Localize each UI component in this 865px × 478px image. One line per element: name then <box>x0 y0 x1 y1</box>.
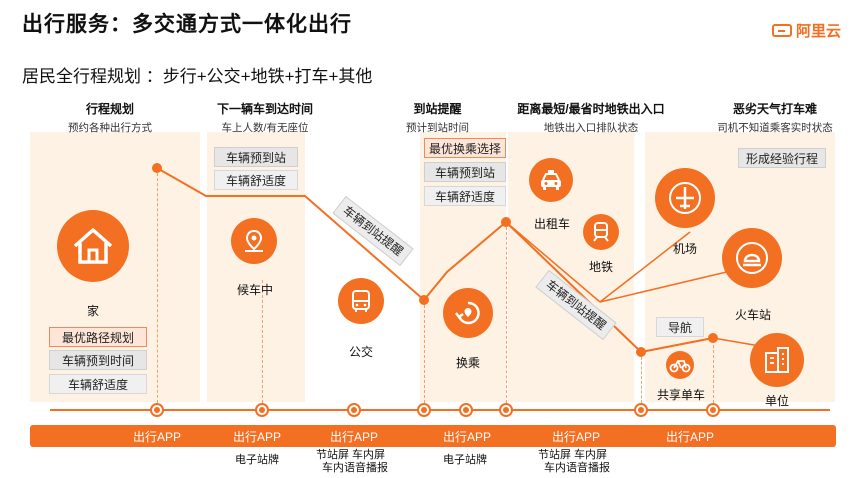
tag-experience-trip[interactable]: 形成经验行程 <box>738 148 826 168</box>
taxi-icon <box>541 170 561 190</box>
stage-subtitle: 地铁出入口排队状态 <box>543 122 639 134</box>
brand-name: 阿里云 <box>796 23 842 40</box>
stage-title: 下一辆车到达时间 <box>216 102 313 116</box>
taxi-label: 出租车 <box>533 217 570 231</box>
tag-navigation[interactable]: 导航 <box>656 317 704 337</box>
wait-label: 候车中 <box>236 283 273 297</box>
stage-header-1: 行程规划 预约各种出行方式 <box>60 100 160 135</box>
bike-node[interactable] <box>666 351 694 379</box>
page-subtitle: 居民全行程规划 ：步行+公交+地铁+打车+其他 <box>22 67 373 86</box>
train-icon <box>736 242 768 274</box>
metro-icon <box>593 222 609 242</box>
transfer-icon <box>455 301 480 325</box>
taxi-node[interactable] <box>529 158 573 202</box>
timeline-dot <box>499 403 513 417</box>
footer-label-app[interactable]: 出行APP <box>233 430 282 444</box>
bottom-text: 节站屏 车内屏 <box>538 449 608 461</box>
path-point <box>501 217 511 227</box>
metro-node[interactable] <box>583 214 619 250</box>
bottom-text: 车内语音播报 <box>322 462 388 474</box>
dashed-guide <box>157 168 158 408</box>
stage-title: 距离最短/最省时地铁出入口 <box>517 102 665 116</box>
home-icon <box>73 228 113 264</box>
stage-subtitle: 预约各种出行方式 <box>68 122 152 134</box>
tag-vehicle-arrival[interactable]: 车辆预到站 <box>424 162 506 182</box>
office-label: 单位 <box>764 394 789 408</box>
stage-subtitle: 预计到站时间 <box>406 122 469 134</box>
airplane-icon <box>669 182 701 214</box>
stage-subtitle: 司机不知道乘客实时状态 <box>717 122 833 134</box>
path-point <box>152 163 162 173</box>
timeline-dot <box>347 403 361 417</box>
home-node[interactable] <box>57 210 129 282</box>
dashed-guide <box>262 280 263 408</box>
home-label: 家 <box>86 304 99 318</box>
brand-logo: 阿里云 <box>772 20 841 41</box>
bottom-text: 节站屏 车内屏 <box>316 449 386 461</box>
bottom-text: 车内语音播报 <box>544 462 610 474</box>
page-title: 出行服务：多交通方式一体化出行 <box>22 13 352 36</box>
airport-label: 机场 <box>672 242 697 256</box>
footer-label-app[interactable]: 出行APP <box>330 430 379 444</box>
path-point <box>419 295 429 305</box>
footer-bar <box>30 425 836 447</box>
timeline-dot <box>706 403 720 417</box>
path-point <box>636 347 646 357</box>
stage-header-3: 到站提醒 预计到站时间 <box>390 100 485 135</box>
aliyun-logo-icon <box>772 24 792 37</box>
bus-label: 公交 <box>348 345 373 359</box>
stage-header-2: 下一辆车到达时间 车上人数/有无座位 <box>205 100 325 135</box>
train-node[interactable] <box>722 228 782 288</box>
dashed-guide <box>506 222 507 408</box>
transfer-node[interactable] <box>443 288 493 338</box>
footer-label-app[interactable]: 出行APP <box>552 430 601 444</box>
tag-comfort[interactable]: 车辆舒适度 <box>424 186 506 206</box>
tag-arrival-time[interactable]: 车辆预到时间 <box>49 350 147 370</box>
map-pin-icon <box>245 229 263 252</box>
timeline-dot <box>634 403 648 417</box>
stage-title: 恶劣天气打车难 <box>732 102 817 116</box>
building-icon <box>765 347 789 373</box>
dashed-guide <box>424 300 425 408</box>
timeline-dot <box>417 403 431 417</box>
tag-vehicle-arrival[interactable]: 车辆预到站 <box>214 147 298 167</box>
path-point <box>708 333 718 343</box>
timeline-dot <box>255 403 269 417</box>
timeline-dot <box>459 403 473 417</box>
stage-title: 行程规划 <box>85 102 134 116</box>
footer-label-app[interactable]: 出行APP <box>443 430 492 444</box>
tag-comfort[interactable]: 车辆舒适度 <box>49 374 147 394</box>
dashed-guide <box>713 340 714 408</box>
timeline-dot <box>150 403 164 417</box>
bottom-text: 电子站牌 <box>235 454 279 466</box>
metro-label: 地铁 <box>588 260 613 274</box>
tag-comfort[interactable]: 车辆舒适度 <box>214 170 298 190</box>
transfer-label: 换乘 <box>455 356 480 370</box>
tag-best-transfer[interactable]: 最优换乘选择 <box>424 138 506 158</box>
bottom-text: 电子站牌 <box>443 454 487 466</box>
tag-optimal-route[interactable]: 最优路径规划 <box>49 327 147 347</box>
stage-subtitle: 车上人数/有无座位 <box>221 122 309 134</box>
dashed-guide <box>641 352 642 408</box>
footer-label-app[interactable]: 出行APP <box>133 430 182 444</box>
bicycle-icon <box>669 360 691 373</box>
office-node[interactable] <box>750 333 804 387</box>
stage-header-5: 恶劣天气打车难 司机不知道乘客实时状态 <box>705 100 845 135</box>
bus-icon <box>352 290 370 312</box>
stage-header-4: 距离最短/最省时地铁出入口 地铁出入口排队状态 <box>506 100 676 135</box>
stage-title: 到站提醒 <box>413 102 462 116</box>
wait-node[interactable] <box>231 218 277 264</box>
bus-node[interactable] <box>338 278 384 324</box>
bike-label: 共享单车 <box>656 388 705 402</box>
train-label: 火车站 <box>734 308 771 322</box>
airport-node[interactable] <box>655 168 715 228</box>
footer-label-app[interactable]: 出行APP <box>666 430 715 444</box>
